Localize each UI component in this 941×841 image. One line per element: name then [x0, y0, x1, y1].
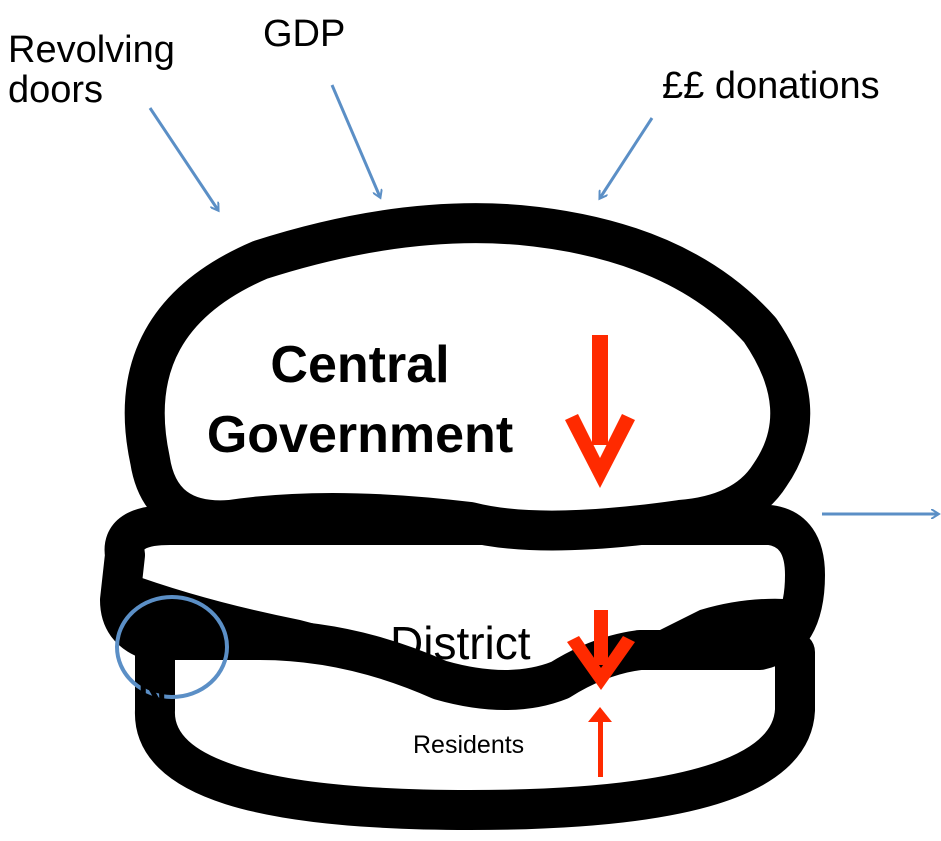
top-bun-shape [124, 203, 811, 551]
residents-label: Residents [413, 731, 525, 759]
donations-label: ££ donations [662, 65, 880, 107]
revolving-doors-label: Revolving doors [8, 30, 175, 110]
central-down-arrow [565, 335, 635, 488]
gdp-label: GDP [263, 13, 346, 55]
revolving-doors-arrow [148, 107, 218, 210]
central-government-label: Central Government [190, 330, 530, 470]
district-down-arrow [567, 610, 635, 690]
pcn-line-2: N [138, 670, 167, 714]
pcn-line-1: PC [138, 622, 194, 666]
pcn-ring [115, 595, 229, 699]
gdp-arrow [330, 84, 380, 197]
pcn-label: PC N [138, 620, 208, 716]
bottom-bun-shape [135, 632, 815, 830]
patty-band [120, 570, 800, 700]
central-government-line-2: Government [206, 406, 514, 464]
central-government-line-1: Central [270, 336, 450, 394]
donations-arrow [600, 117, 654, 198]
district-label: District [390, 617, 531, 669]
revolving-doors-line-1: Revolving [8, 29, 175, 71]
residents-up-arrow [588, 707, 612, 777]
revolving-doors-line-2: doors [8, 69, 104, 111]
